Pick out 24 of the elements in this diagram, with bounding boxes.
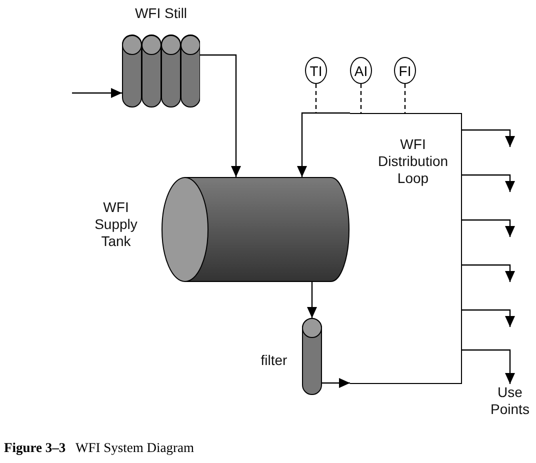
equipment-label: filter — [260, 352, 288, 369]
instrument-bubble: TI — [305, 57, 327, 84]
figure-caption: Figure 3–3 WFI System Diagram — [4, 440, 194, 456]
equipment-label: WFI Still — [134, 5, 188, 22]
pipe-arrow — [462, 129, 515, 147]
signal-line — [404, 84, 406, 113]
instrument-bubble: FI — [394, 57, 416, 84]
use-points-label: Use Points — [485, 384, 535, 420]
pipe-arrow — [297, 112, 350, 177]
pipe-arrow — [462, 309, 515, 327]
pipe-arrow — [200, 54, 241, 177]
signal-line — [360, 84, 362, 113]
pipe-arrow — [307, 282, 317, 318]
loop-label: WFI Distribution Loop — [376, 136, 450, 187]
distribution-loop-pipe — [350, 113, 462, 384]
equipment-label: WFI Supply Tank — [94, 199, 138, 250]
instrument-bubble: AI — [350, 57, 372, 84]
pipe-arrow — [322, 378, 350, 388]
pipe-arrow — [462, 174, 515, 192]
pipe-arrow — [72, 88, 122, 98]
signal-line — [315, 84, 317, 113]
pipe-arrow — [462, 219, 515, 237]
pipe-arrow — [462, 264, 515, 282]
pipe-arrow — [462, 349, 515, 384]
